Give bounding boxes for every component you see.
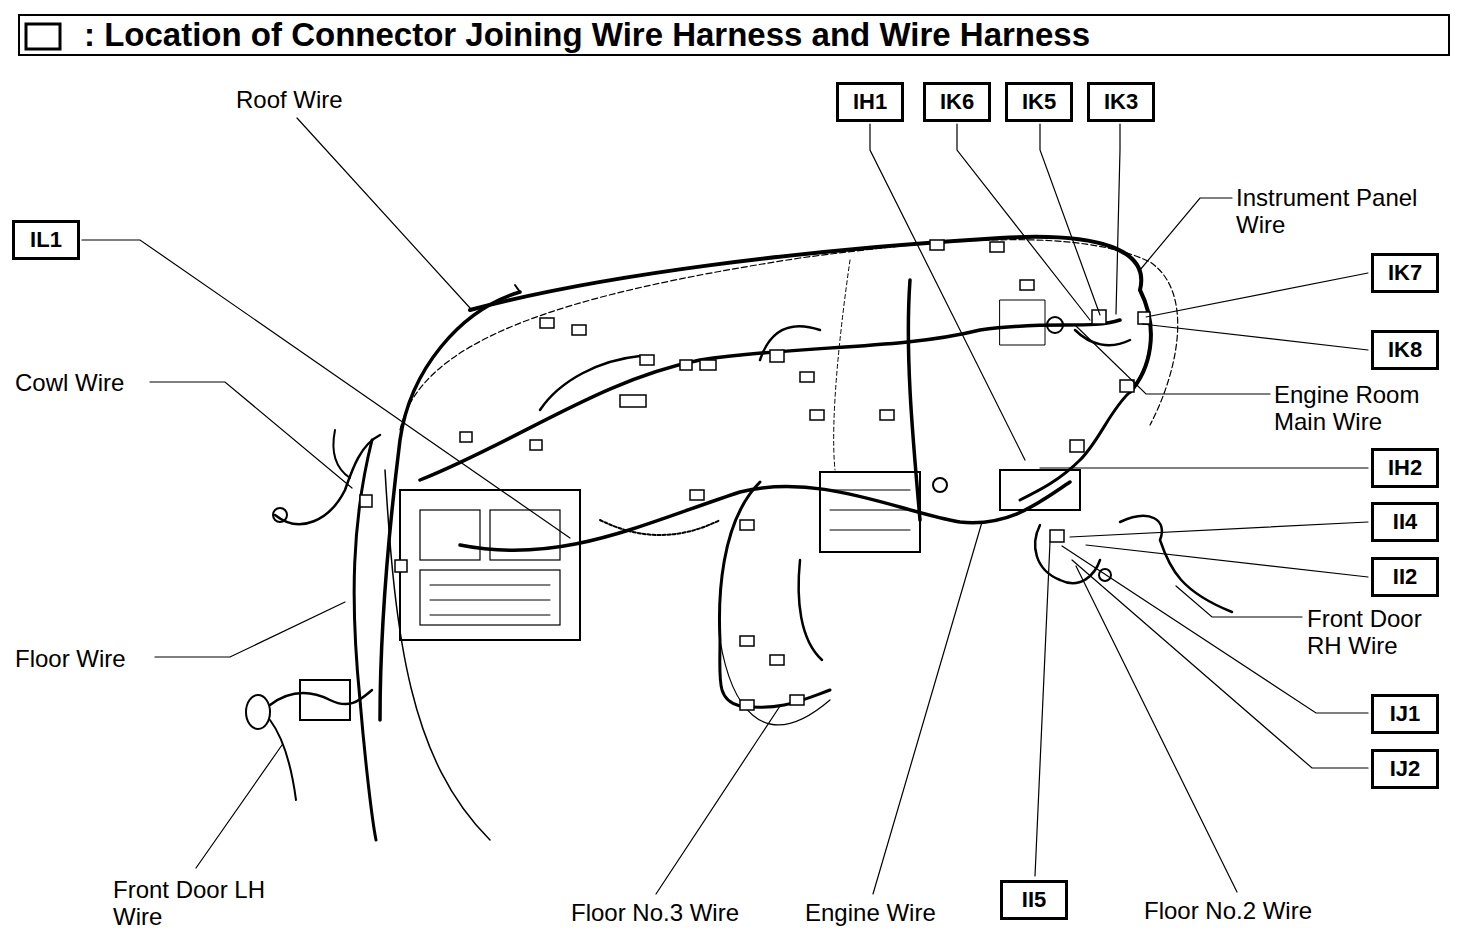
harness-name: Floor No.3 Wire xyxy=(571,899,739,926)
connector-code-box: IJ1 xyxy=(1371,694,1439,734)
connector-code: IK3 xyxy=(1104,89,1138,115)
connector-code: IK7 xyxy=(1388,260,1422,286)
connector-code-box: IK7 xyxy=(1371,253,1439,293)
connector-code: IK8 xyxy=(1388,337,1422,363)
connector-code: IJ1 xyxy=(1390,701,1421,727)
connector-code-box: IK5 xyxy=(1005,82,1073,122)
connector-code: II4 xyxy=(1393,509,1417,535)
harness-name: Floor No.2 Wire xyxy=(1144,897,1312,924)
connector-code-box: II5 xyxy=(1000,880,1068,920)
connector-code-box: IK8 xyxy=(1371,330,1439,370)
connector-code: IJ2 xyxy=(1390,756,1421,782)
connector-code: IK6 xyxy=(940,89,974,115)
harness-name: Cowl Wire xyxy=(15,369,124,396)
harness-name: Floor Wire xyxy=(15,645,126,672)
connector-code-box: IH1 xyxy=(836,82,904,122)
connector-code-box: II4 xyxy=(1371,502,1439,542)
connector-code-box: IH2 xyxy=(1371,448,1439,488)
harness-name: Engine Wire xyxy=(805,899,936,926)
connector-code-box: IL1 xyxy=(12,220,80,260)
harness-name: Front Door LH Wire xyxy=(113,876,305,930)
connector-code: IH1 xyxy=(853,89,887,115)
connector-code-box: II2 xyxy=(1371,557,1439,597)
connector-code: II5 xyxy=(1022,887,1046,913)
title-text: : Location of Connector Joining Wire Har… xyxy=(84,15,1090,55)
connector-code-box: IK3 xyxy=(1087,82,1155,122)
connector-code: IH2 xyxy=(1388,455,1422,481)
harness-name: Front Door RH Wire xyxy=(1307,605,1459,659)
connector-code-box: IK6 xyxy=(923,82,991,122)
harness-name: Engine Room Main Wire xyxy=(1274,381,1452,435)
harness-name: Instrument Panel Wire xyxy=(1236,184,1454,238)
connector-code: IL1 xyxy=(30,227,62,253)
connector-code: IK5 xyxy=(1022,89,1056,115)
harness-name: Roof Wire xyxy=(236,86,343,113)
connector-code: II2 xyxy=(1393,564,1417,590)
connector-code-box: IJ2 xyxy=(1371,749,1439,789)
